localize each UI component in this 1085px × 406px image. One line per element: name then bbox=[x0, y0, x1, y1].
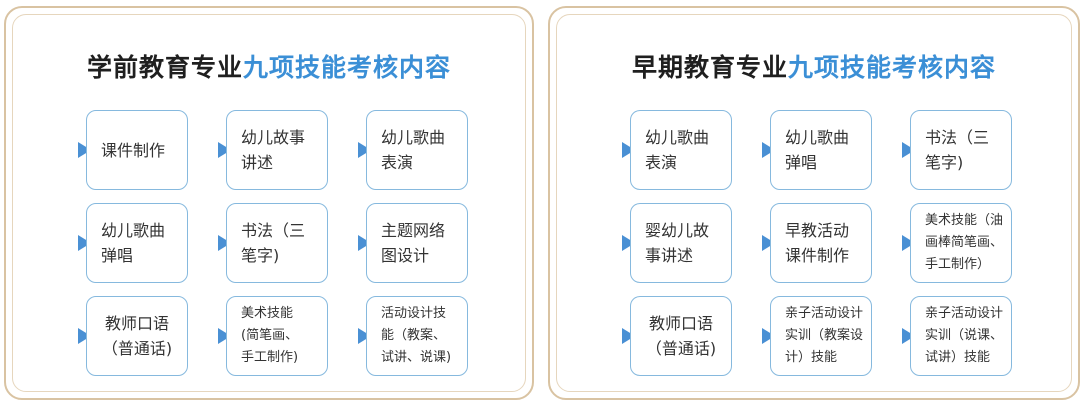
skill-item: 幼儿歌曲 弹唱 bbox=[762, 110, 872, 190]
skill-item: 亲子活动设计 实训（说课、 试讲）技能 bbox=[902, 296, 1012, 376]
left-title-topic: 九项技能考核内容 bbox=[243, 53, 452, 82]
skill-item: 教师口语 （普通话) bbox=[622, 296, 732, 376]
skill-box: 婴幼儿故 事讲述 bbox=[630, 203, 732, 283]
skill-box: 幼儿歌曲 弹唱 bbox=[770, 110, 872, 190]
skill-box: 教师口语 （普通话) bbox=[630, 296, 732, 376]
skill-item: 课件制作 bbox=[78, 110, 188, 190]
right-panel: 早期教育专业九项技能考核内容 幼儿歌曲 表演 幼儿歌曲 弹唱 书法（三 笔字) … bbox=[548, 6, 1080, 400]
skill-item: 幼儿故事 讲述 bbox=[218, 110, 328, 190]
skill-box: 美术技能 (简笔画、 手工制作) bbox=[226, 296, 328, 376]
skill-item: 幼儿歌曲 表演 bbox=[358, 110, 468, 190]
skill-box: 教师口语 （普通话) bbox=[86, 296, 188, 376]
skill-item: 早教活动 课件制作 bbox=[762, 203, 872, 283]
right-title-major: 早期教育专业 bbox=[631, 53, 788, 82]
skill-box: 美术技能（油 画棒简笔画、 手工制作） bbox=[910, 203, 1012, 283]
left-panel-title: 学前教育专业九项技能考核内容 bbox=[6, 48, 532, 84]
right-title-topic: 九项技能考核内容 bbox=[788, 53, 997, 82]
skill-item: 活动设计技 能（教案、 试讲、说课) bbox=[358, 296, 468, 376]
skill-box: 幼儿歌曲 弹唱 bbox=[86, 203, 188, 283]
skill-box: 课件制作 bbox=[86, 110, 188, 190]
skill-box: 幼儿故事 讲述 bbox=[226, 110, 328, 190]
right-panel-title: 早期教育专业九项技能考核内容 bbox=[550, 48, 1078, 84]
skill-item: 亲子活动设计 实训（教案设 计）技能 bbox=[762, 296, 872, 376]
skill-item: 幼儿歌曲 弹唱 bbox=[78, 203, 188, 283]
skill-item: 书法（三 笔字) bbox=[218, 203, 328, 283]
skill-box: 亲子活动设计 实训（说课、 试讲）技能 bbox=[910, 296, 1012, 376]
skill-box: 幼儿歌曲 表演 bbox=[630, 110, 732, 190]
skill-item: 教师口语 （普通话) bbox=[78, 296, 188, 376]
left-panel: 学前教育专业九项技能考核内容 课件制作 幼儿故事 讲述 幼儿歌曲 表演 幼儿歌曲… bbox=[4, 6, 534, 400]
skill-item: 婴幼儿故 事讲述 bbox=[622, 203, 732, 283]
skill-item: 美术技能（油 画棒简笔画、 手工制作） bbox=[902, 203, 1012, 283]
skill-item: 美术技能 (简笔画、 手工制作) bbox=[218, 296, 328, 376]
skill-box: 幼儿歌曲 表演 bbox=[366, 110, 468, 190]
right-skill-grid: 幼儿歌曲 表演 幼儿歌曲 弹唱 书法（三 笔字) 婴幼儿故 事讲述 早教活动 课… bbox=[622, 110, 1012, 376]
skill-box: 书法（三 笔字) bbox=[226, 203, 328, 283]
skill-box: 活动设计技 能（教案、 试讲、说课) bbox=[366, 296, 468, 376]
left-skill-grid: 课件制作 幼儿故事 讲述 幼儿歌曲 表演 幼儿歌曲 弹唱 书法（三 笔字) 主题… bbox=[78, 110, 468, 376]
skill-item: 书法（三 笔字) bbox=[902, 110, 1012, 190]
skill-item: 主题网络 图设计 bbox=[358, 203, 468, 283]
skill-box: 亲子活动设计 实训（教案设 计）技能 bbox=[770, 296, 872, 376]
skill-item: 幼儿歌曲 表演 bbox=[622, 110, 732, 190]
skill-box: 书法（三 笔字) bbox=[910, 110, 1012, 190]
skill-box: 主题网络 图设计 bbox=[366, 203, 468, 283]
skill-box: 早教活动 课件制作 bbox=[770, 203, 872, 283]
left-title-major: 学前教育专业 bbox=[86, 53, 243, 82]
